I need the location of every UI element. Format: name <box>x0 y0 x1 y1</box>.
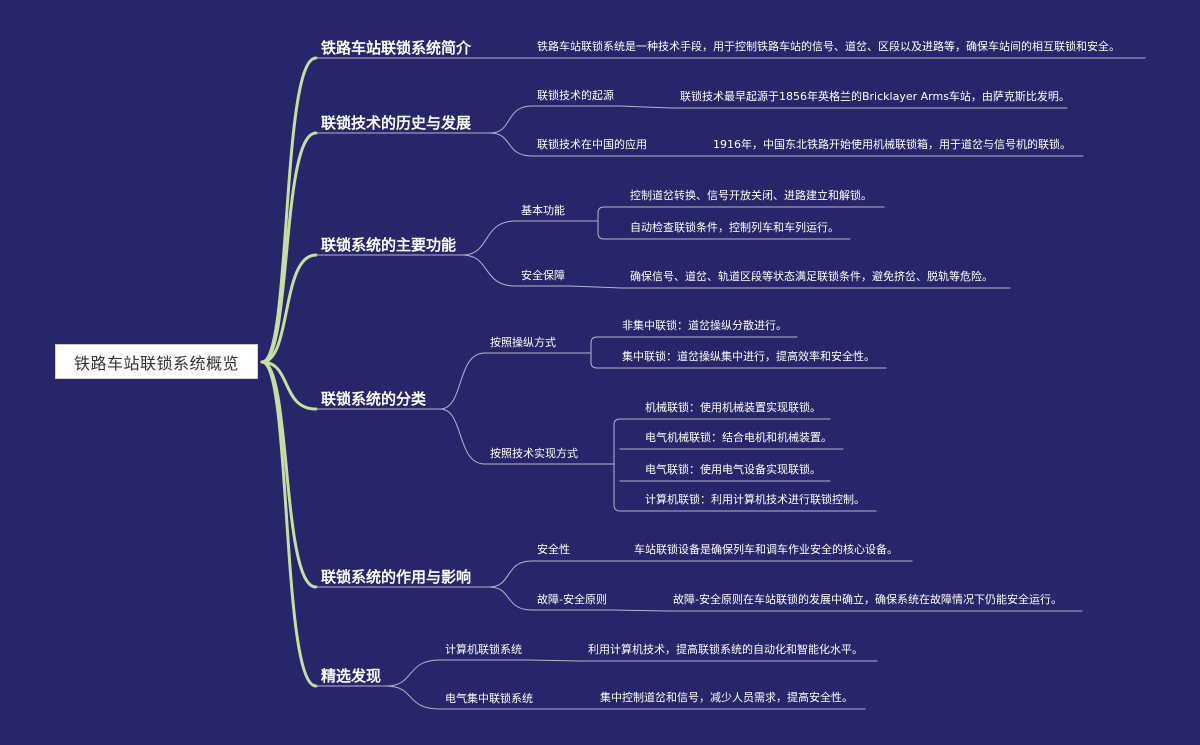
leaf-text: 控制道岔转换、信号开放关闭、进路建立和解锁。 <box>630 189 872 202</box>
sub-topic-label[interactable]: 基本功能 <box>521 204 565 217</box>
sub-branch-connector <box>488 560 533 588</box>
sub-topic-label[interactable]: 按照技术实现方式 <box>490 447 578 460</box>
sub-topic-label[interactable]: 按照操纵方式 <box>490 336 556 349</box>
sub-topic-label[interactable]: 计算机联锁系统 <box>445 643 522 656</box>
leaf-text: 自动检查联锁条件，控制列车和车列运行。 <box>630 221 839 234</box>
main-branch-connector <box>260 253 318 364</box>
sub-branch-connector <box>488 586 533 611</box>
sub-topic-label[interactable]: 联锁技术的起源 <box>537 89 614 102</box>
sub-topic-label[interactable]: 安全保障 <box>521 269 565 282</box>
root-node[interactable]: 铁路车站联锁系统概览 <box>55 344 258 379</box>
leaf-text: 铁路车站联锁系统是一种技术手段，用于控制铁路车站的信号、道岔、区段以及进路等，确… <box>537 40 1120 53</box>
leaf-text: 利用计算机技术，提高联锁系统的自动化和智能化水平。 <box>588 643 863 656</box>
sub-topic-label[interactable]: 联锁技术在中国的应用 <box>537 138 647 151</box>
leaf-text: 车站联锁设备是确保列车和调车作业安全的核心设备。 <box>634 543 898 556</box>
branch-title[interactable]: 联锁系统的分类 <box>321 390 427 408</box>
sub-topic-label[interactable]: 安全性 <box>537 543 570 556</box>
main-branch-connector <box>260 131 318 364</box>
bracket-line <box>613 418 621 512</box>
sub-branch-connector <box>385 659 441 687</box>
bracket-line <box>590 336 598 369</box>
sub-branch-connector <box>489 132 533 157</box>
sub-branch-connector <box>461 220 517 256</box>
leaf-text: 电气联锁：使用电气设备实现联锁。 <box>645 463 821 476</box>
leaf-text: 故障-安全原则在车站联锁的发展中确立，确保系统在故障情况下仍能安全运行。 <box>673 593 1062 606</box>
branch-title[interactable]: 联锁技术的历史与发展 <box>321 114 472 132</box>
branch-title[interactable]: 联锁系统的作用与影响 <box>321 568 472 586</box>
bracket-line <box>597 206 605 240</box>
sub-branch-connector <box>439 408 486 465</box>
leaf-text: 1916年，中国东北铁路开始使用机械联锁箱，用于道岔与信号机的联锁。 <box>713 138 1071 151</box>
leaf-text: 机械联锁：使用机械装置实现联锁。 <box>645 401 821 414</box>
leaf-text: 电气机械联锁：结合电机和机械装置。 <box>645 431 832 444</box>
leaf-text: 集中控制道岔和信号，减少人员需求，提高安全性。 <box>600 691 853 704</box>
sub-branch-connector <box>489 105 533 134</box>
leaf-underline <box>526 659 878 662</box>
leaf-text: 非集中联锁：道岔操纵分散进行。 <box>622 319 787 332</box>
main-branch-connector <box>260 360 318 411</box>
sub-branch-connector <box>385 685 441 710</box>
leaf-underline <box>611 609 1083 612</box>
sub-topic-label[interactable]: 故障-安全原则 <box>537 593 607 606</box>
leaf-text: 联锁技术最早起源于1856年英格兰的Bricklayer Arms车站，由萨克斯… <box>680 90 1070 103</box>
leaf-underline <box>569 285 1011 289</box>
root-node-label: 铁路车站联锁系统概览 <box>73 353 239 373</box>
main-branch-connector <box>260 360 318 688</box>
branch-title[interactable]: 联锁系统的主要功能 <box>321 236 457 254</box>
sub-branch-connector <box>439 352 486 410</box>
leaf-underline <box>619 105 1068 109</box>
sub-topic-label[interactable]: 电气集中联锁系统 <box>445 692 533 705</box>
leaf-text: 计算机联锁：利用计算机技术进行联锁控制。 <box>645 493 865 506</box>
branch-title[interactable]: 精选发现 <box>321 667 382 685</box>
leaf-text: 确保信号、道岔、轨道区段等状态满足联锁条件，避免挤岔、脱轨等危险。 <box>630 270 993 283</box>
branch-title[interactable]: 铁路车站联锁系统简介 <box>321 39 472 57</box>
leaf-text: 集中联锁：道岔操纵集中进行，提高效率和安全性。 <box>622 350 875 363</box>
sub-branch-connector <box>461 254 517 287</box>
